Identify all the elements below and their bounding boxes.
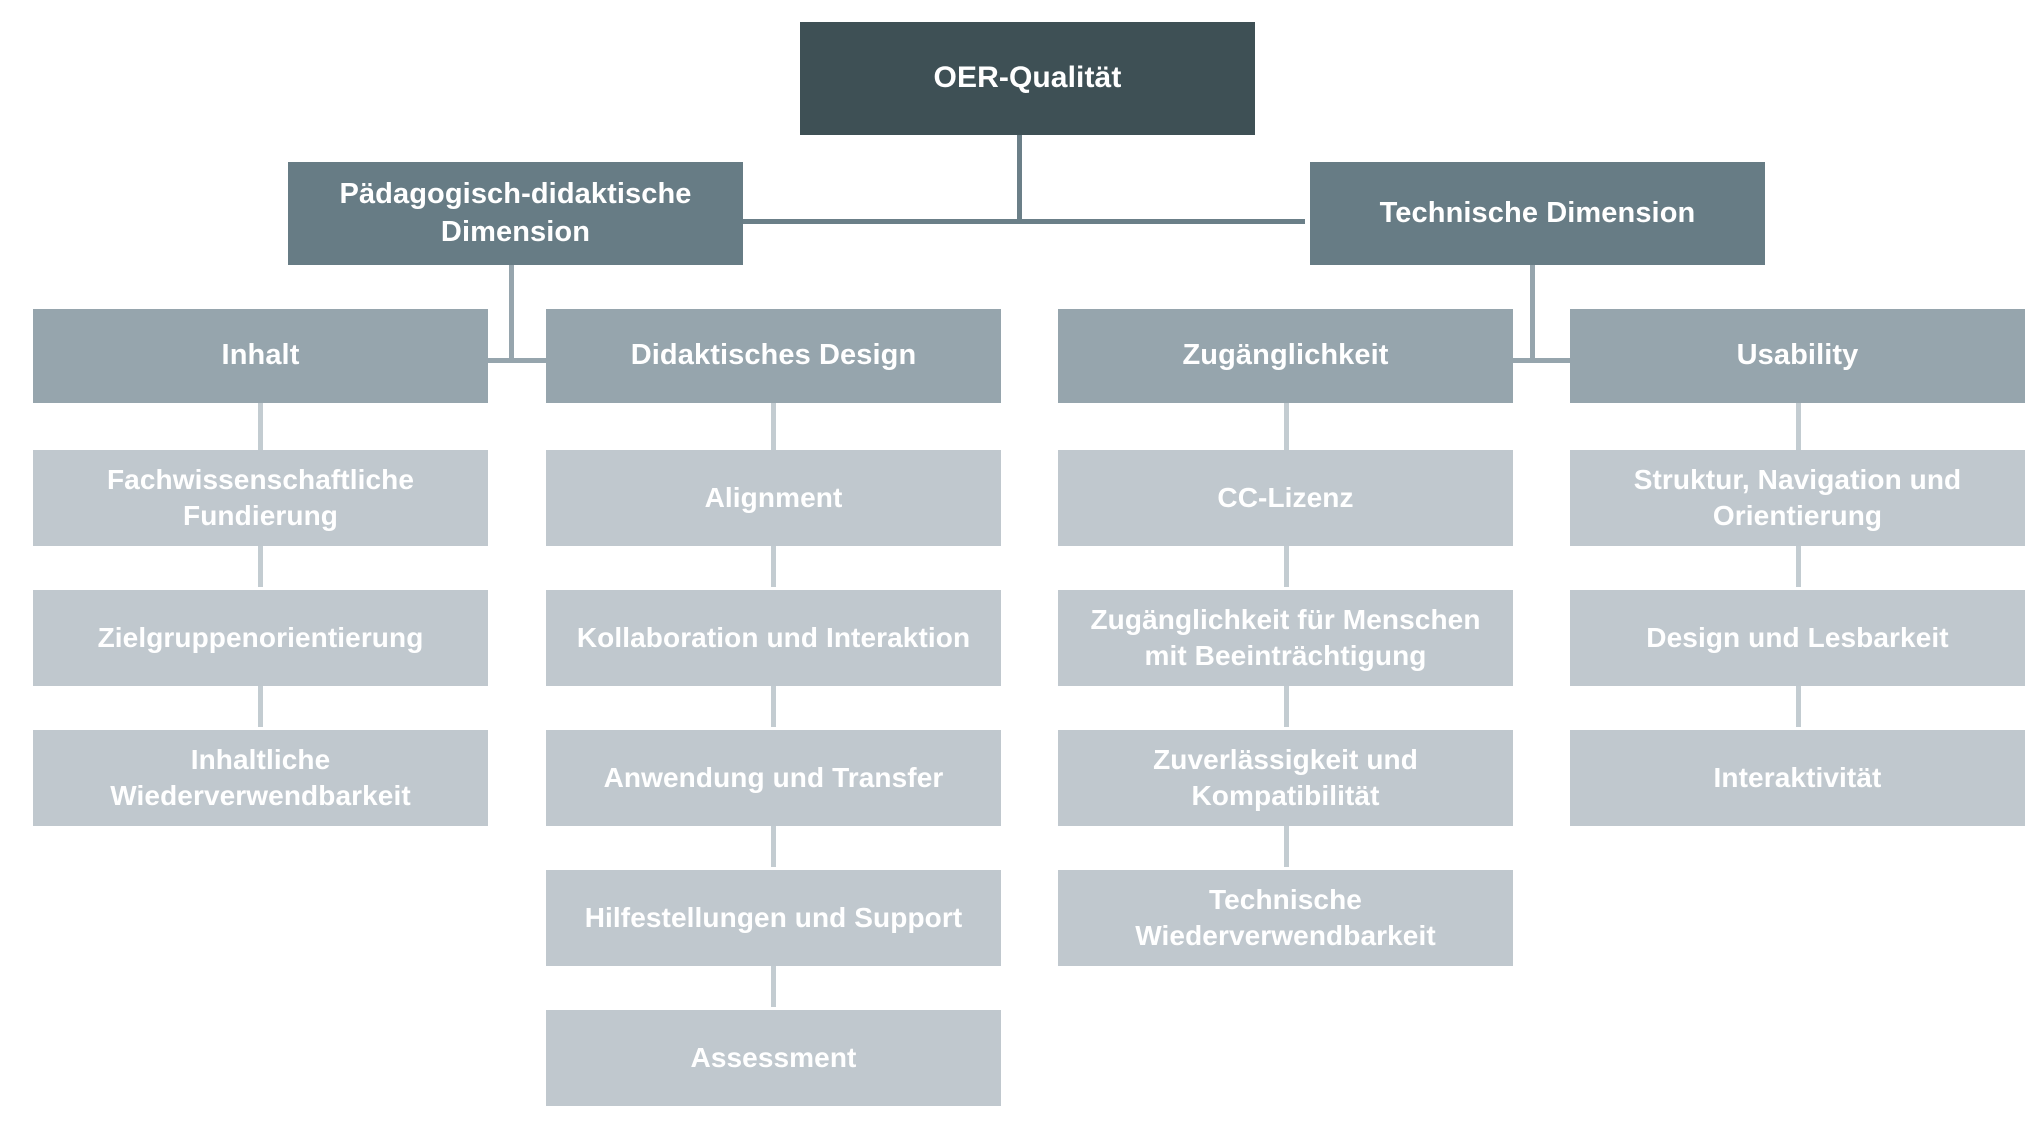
- connector-dimension-spine: [735, 219, 1305, 224]
- node-inhalt[interactable]: Inhalt: [33, 309, 488, 403]
- node-kollaboration-und-interaktion[interactable]: Kollaboration und Interaktion: [546, 590, 1001, 686]
- connector-inhalt-chain-2: [258, 546, 263, 587]
- connector-didaktik-chain-3: [771, 686, 776, 727]
- connector-pedagogical-down: [509, 265, 514, 363]
- node-hilfestellungen-und-support[interactable]: Hilfestellungen und Support: [546, 870, 1001, 966]
- node-anwendung-und-transfer[interactable]: Anwendung und Transfer: [546, 730, 1001, 826]
- connector-didaktik-chain-5: [771, 966, 776, 1007]
- node-assessment[interactable]: Assessment: [546, 1010, 1001, 1106]
- node-zielgruppenorientierung[interactable]: Zielgruppenorientierung: [33, 590, 488, 686]
- connector-usability-chain-1: [1796, 399, 1801, 454]
- node-interaktivitaet[interactable]: Interaktivität: [1570, 730, 2025, 826]
- node-design-und-lesbarkeit[interactable]: Design und Lesbarkeit: [1570, 590, 2025, 686]
- connector-zugang-chain-1: [1284, 399, 1289, 454]
- node-usability[interactable]: Usability: [1570, 309, 2025, 403]
- node-zuverlaessigkeit-und-kompatibilitaet[interactable]: Zuverlässigkeit und Kompatibilität: [1058, 730, 1513, 826]
- connector-technical-down: [1530, 265, 1535, 363]
- node-alignment[interactable]: Alignment: [546, 450, 1001, 546]
- connector-usability-chain-2: [1796, 546, 1801, 587]
- node-oer-qualitaet[interactable]: OER-Qualität: [800, 22, 1255, 135]
- connector-zugang-chain-2: [1284, 546, 1289, 587]
- node-inhaltliche-wiederverwendbarkeit[interactable]: Inhaltliche Wiederverwendbarkeit: [33, 730, 488, 826]
- connector-didaktik-chain-1: [771, 399, 776, 454]
- node-didaktisches-design[interactable]: Didaktisches Design: [546, 309, 1001, 403]
- connector-inhalt-chain-3: [258, 686, 263, 727]
- connector-inhalt-chain-1: [258, 399, 263, 454]
- connector-didaktik-chain-2: [771, 546, 776, 587]
- connector-pedagogical-children: [488, 358, 546, 363]
- connector-didaktik-chain-4: [771, 826, 776, 867]
- node-cc-lizenz[interactable]: CC-Lizenz: [1058, 450, 1513, 546]
- node-technische-dimension[interactable]: Technische Dimension: [1310, 162, 1765, 265]
- connector-technical-children: [1510, 358, 1570, 363]
- connector-root-down: [1017, 135, 1022, 224]
- node-struktur-navigation-und-orientierung[interactable]: Struktur, Navigation und Orientierung: [1570, 450, 2025, 546]
- node-fachwissenschaftliche-fundierung[interactable]: Fachwissenschaftliche Fundierung: [33, 450, 488, 546]
- node-zugaenglichkeit[interactable]: Zugänglichkeit: [1058, 309, 1513, 403]
- node-technische-wiederverwendbarkeit[interactable]: Technische Wiederverwendbarkeit: [1058, 870, 1513, 966]
- node-paedagogisch-didaktische-dimension[interactable]: Pädagogisch-didaktische Dimension: [288, 162, 743, 265]
- connector-zugang-chain-4: [1284, 826, 1289, 867]
- connector-zugang-chain-3: [1284, 686, 1289, 727]
- connector-usability-chain-3: [1796, 686, 1801, 727]
- node-zugaenglichkeit-fuer-menschen-mit-beeintraechtigung[interactable]: Zugänglichkeit für Menschen mit Beeinträ…: [1058, 590, 1513, 686]
